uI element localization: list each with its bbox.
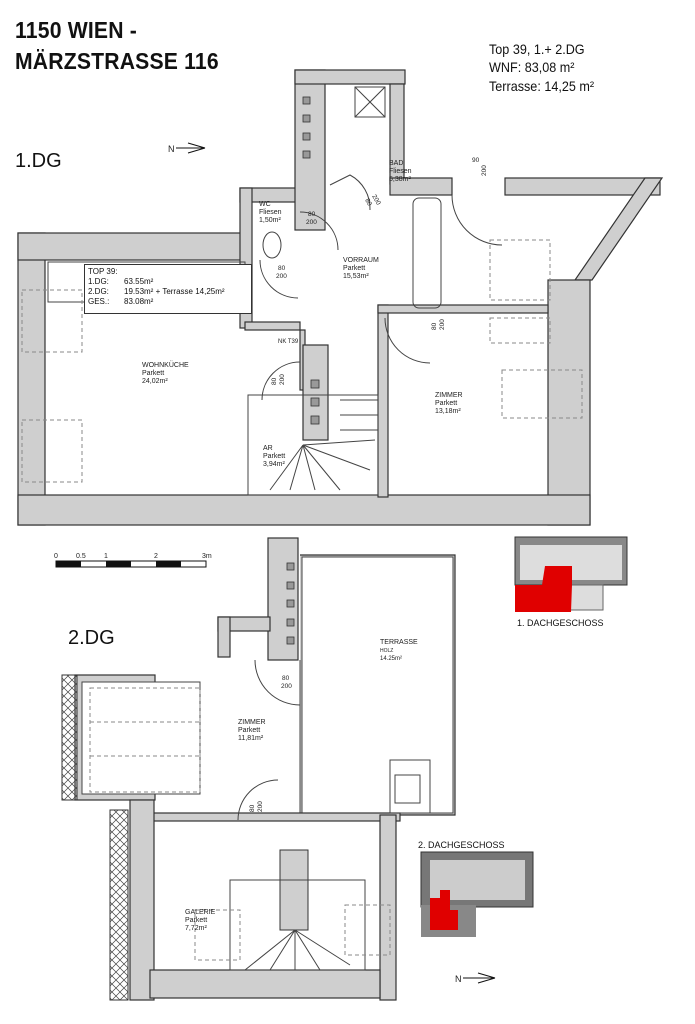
room-area: 11,81m²	[238, 735, 264, 742]
wall	[294, 69, 406, 85]
door-width: 80	[278, 265, 286, 272]
door-height: 200	[257, 801, 264, 812]
room-name: ZIMMER	[238, 719, 266, 726]
door-height: 200	[481, 165, 488, 176]
door-height: 200	[276, 273, 287, 280]
room-floor: Parkett	[238, 727, 260, 734]
room-name: BAD	[389, 160, 403, 167]
north-arrow-icon: N	[168, 142, 206, 154]
summary-value: 19.53m² + Terrasse 14,25m²	[124, 287, 225, 296]
floor-label-1dg: 1.DG	[15, 150, 62, 172]
address-line-2: MÄRZSTRASSE 116	[15, 48, 219, 74]
keymap-label-2dg: 2. DACHGESCHOSS	[418, 840, 505, 850]
scale-tick: 1	[104, 553, 108, 560]
wall	[389, 177, 453, 196]
room-floor: Parkett	[343, 265, 365, 272]
staircase	[247, 394, 379, 496]
nk-label: NK T39	[278, 339, 299, 345]
scale-tick: 3m	[202, 553, 212, 560]
bathtub	[412, 197, 442, 309]
door-width: 80	[282, 675, 290, 682]
floor2-plan	[61, 537, 456, 1001]
floor1-plan	[17, 69, 664, 526]
room-area: 7,72m²	[185, 925, 207, 932]
shaft	[302, 344, 329, 441]
north-arrow-icon: N	[455, 972, 496, 984]
summary-key: 1.DG:	[88, 277, 109, 286]
summary-key: 2.DG:	[88, 287, 109, 296]
room-floor: Parkett	[435, 400, 457, 407]
unit-highlight	[430, 890, 458, 930]
room-name: VORRAUM	[343, 257, 379, 264]
door-width: 80	[308, 211, 316, 218]
door-width: 80	[271, 377, 278, 385]
floor-label-2dg: 2.DG	[68, 627, 115, 649]
room-floor: Parkett	[263, 453, 285, 460]
room-name: AR	[263, 445, 273, 452]
room-area: 14.25m²	[380, 656, 402, 662]
room-area: 3,94m²	[263, 461, 285, 468]
room-floor: Parkett	[185, 917, 207, 924]
keymap-1dg	[514, 536, 628, 612]
room-area: 1,50m²	[259, 217, 281, 224]
room-name: WOHNKÜCHE	[142, 361, 189, 369]
svg-text:N: N	[455, 974, 462, 984]
wall	[377, 304, 389, 498]
keymap-2dg	[420, 851, 534, 937]
scale-tick: 0	[54, 553, 58, 560]
door-width: 80	[249, 804, 256, 812]
info-terrace: Terrasse: 14,25 m²	[489, 78, 595, 94]
info-wnf: WNF: 83,08 m²	[489, 59, 575, 75]
staircase	[229, 879, 366, 971]
door-height: 200	[279, 374, 286, 385]
room-name: TERRASSE	[380, 639, 418, 646]
keymap-label-1dg: 1. DACHGESCHOSS	[517, 618, 604, 628]
summary-value: 83.08m²	[124, 297, 154, 306]
summary-title: TOP 39:	[88, 267, 118, 276]
unit-highlight	[515, 566, 572, 612]
summary-key: GES.:	[88, 297, 110, 306]
room-name: ZIMMER	[435, 392, 463, 399]
toilet	[262, 231, 282, 259]
wall	[17, 232, 249, 261]
area-summary-box: TOP 39: 1.DG: 63.55m² 2.DG: 19.53m² + Terr…	[84, 264, 252, 314]
room-area: 24,02m²	[142, 378, 168, 385]
door-height: 200	[370, 194, 382, 207]
room-area: 13,18m²	[435, 408, 461, 415]
door-height: 200	[306, 219, 317, 226]
room-floor: HOLZ	[380, 648, 393, 654]
info-unit: Top 39, 1.+ 2.DG	[489, 41, 585, 57]
scale-bar: 0 0.5 1 2 3m	[54, 553, 212, 568]
room-name: WC	[259, 201, 271, 208]
wall	[217, 616, 231, 658]
wall	[547, 279, 591, 526]
door-width: 90	[472, 157, 480, 164]
summary-value: 63.55m²	[124, 277, 154, 286]
wall	[17, 494, 591, 526]
scale-tick: 2	[154, 553, 158, 560]
room-area: 15,53m²	[343, 273, 369, 280]
door-width: 80	[363, 198, 373, 208]
room-name: GALERIE	[185, 909, 216, 916]
svg-text:N: N	[168, 144, 175, 154]
wall	[244, 321, 301, 331]
room-area: 5,38m²	[389, 176, 411, 183]
wall	[504, 177, 661, 196]
room-floor: Fliesen	[389, 168, 412, 175]
door-width: 80	[431, 322, 438, 330]
wall	[573, 177, 664, 281]
door-height: 200	[439, 319, 446, 330]
wall	[377, 304, 549, 314]
scale-tick: 0.5	[76, 553, 86, 560]
shaft-wall	[294, 69, 326, 231]
shower	[354, 86, 386, 118]
wall	[17, 232, 46, 526]
room-floor: Parkett	[142, 370, 164, 377]
address-line-1: 1150 WIEN -	[15, 17, 137, 43]
room-floor: Fliesen	[259, 209, 282, 216]
door-height: 200	[281, 683, 292, 690]
